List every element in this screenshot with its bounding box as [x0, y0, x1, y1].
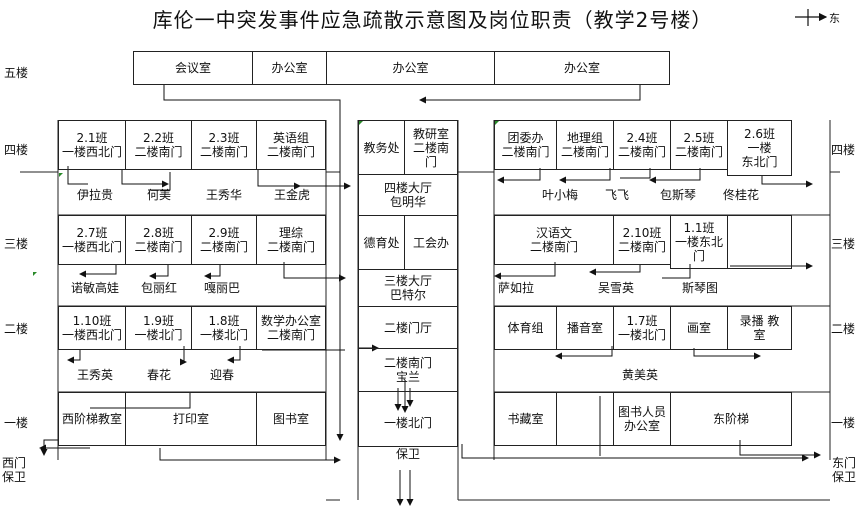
south-door-2: 二楼南门 宝兰 [358, 348, 458, 392]
room-left-2-1: 1.10班 一楼西北门 [58, 306, 126, 350]
room-left-2-4: 数学办公室 二楼南门 [256, 306, 326, 350]
room-left-1-2: 打印室 [125, 392, 257, 446]
room-left-2-2: 1.9班 一楼北门 [125, 306, 192, 350]
page-title: 库伦一中突发事件应急疏散示意图及岗位职责（教学2号楼） [152, 8, 713, 32]
room-center-4-2: 教研室 二楼南 门 [404, 120, 458, 175]
room-right-1-4: 东阶梯 [670, 392, 792, 446]
person-left-4-3: 王秀华 [205, 188, 242, 202]
room-right-2-3: 1.7班 一楼北门 [613, 306, 671, 350]
floor-label-5: 五楼 [4, 66, 29, 80]
hall-center-3: 三楼大厅 巴特尔 [358, 269, 458, 307]
person-left-4-1: 伊拉贵 [76, 188, 113, 202]
room-right-2-2: 播音室 [556, 306, 614, 350]
room-left-4-1: 2.1班 一楼西北门 [58, 120, 126, 170]
room-5-office-c: 办公室 [494, 51, 670, 85]
person-left-2-3: 迎春 [209, 368, 234, 382]
room-left-1-1: 西阶梯教室 [58, 392, 126, 446]
floor-label-4: 四楼 [4, 143, 29, 157]
room-right-3-3: 1.1班 一楼东北 门 [670, 215, 728, 269]
floor-label-3-right: 三楼 [831, 237, 856, 251]
room-left-4-4: 英语组 二楼南门 [256, 120, 326, 170]
person-right-2: 黄美英 [621, 368, 658, 382]
floor-label-1: 一楼 [4, 416, 29, 430]
room-right-4-5: 2.6班 一楼 东北门 [727, 120, 792, 176]
person-left-4-2: 何美 [146, 188, 171, 202]
room-right-1-2 [556, 392, 614, 446]
floor-label-2: 二楼 [4, 322, 29, 336]
center-guard: 保卫 [395, 447, 420, 461]
room-right-3-4 [727, 215, 792, 269]
room-right-1-1: 书藏室 [494, 392, 557, 446]
room-left-1-3: 图书室 [256, 392, 326, 446]
east-door-guard: 东门 保卫 [832, 456, 857, 484]
floor-label-4-right: 四楼 [831, 143, 856, 157]
floor-label-1-right: 一楼 [831, 416, 856, 430]
room-center-3-1: 德育处 [358, 215, 405, 270]
north-door-1: 一楼北门 [358, 391, 458, 447]
room-right-4-3: 2.4班 二楼南门 [613, 120, 671, 170]
person-right-3-2: 吴雪英 [597, 281, 634, 295]
compass-east-label: 东 [829, 12, 840, 25]
west-door-guard: 西门 保卫 [2, 456, 27, 484]
person-right-4-4: 佟桂花 [722, 188, 759, 202]
room-5-office-b: 办公室 [326, 51, 495, 85]
room-right-3-1: 汉语文 二楼南门 [494, 215, 614, 265]
room-5-meeting: 会议室 [133, 51, 253, 85]
room-right-2-5: 录播 教 室 [727, 306, 792, 350]
room-left-3-4: 理综 二楼南门 [256, 215, 326, 265]
room-left-4-3: 2.3班 二楼南门 [191, 120, 257, 170]
person-right-4-1: 叶小梅 [541, 188, 578, 202]
person-right-3-3: 斯琴图 [681, 281, 718, 295]
room-right-3-2: 2.10班 二楼南门 [613, 215, 671, 265]
room-right-4-2: 地理组 二楼南门 [556, 120, 614, 170]
person-right-4-3: 包斯琴 [659, 188, 696, 202]
compass-icon [795, 9, 828, 26]
person-right-4-2: 飞飞 [604, 188, 629, 202]
room-left-3-2: 2.8班 二楼南门 [125, 215, 192, 265]
person-left-2-1: 王秀英 [76, 368, 113, 382]
person-left-2-2: 春花 [146, 368, 171, 382]
hall-center-2: 二楼门厅 [358, 306, 458, 349]
person-left-3-2: 包丽红 [140, 281, 177, 295]
room-left-2-3: 1.8班 一楼北门 [191, 306, 257, 350]
person-left-4-4: 王金虎 [273, 188, 310, 202]
person-left-3-3: 嘎丽巴 [203, 281, 240, 295]
room-right-1-3: 图书人员 办公室 [613, 392, 671, 446]
hall-center-4: 四楼大厅 包明华 [358, 174, 458, 216]
room-left-3-3: 2.9班 二楼南门 [191, 215, 257, 265]
room-right-2-4: 画室 [670, 306, 728, 350]
floor-label-2-right: 二楼 [831, 322, 856, 336]
room-right-4-1: 团委办 二楼南门 [494, 120, 557, 170]
room-center-3-2: 工会办 [404, 215, 458, 270]
room-5-office-a: 办公室 [252, 51, 327, 85]
floor-label-3: 三楼 [4, 237, 29, 251]
room-right-4-4: 2.5班 二楼南门 [670, 120, 728, 170]
room-left-3-1: 2.7班 一楼西北门 [58, 215, 126, 265]
person-left-3-1: 诺敏高娃 [70, 281, 119, 295]
room-left-4-2: 2.2班 二楼南门 [125, 120, 192, 170]
room-center-4-1: 教务处 [358, 120, 405, 175]
person-right-3-1: 萨如拉 [497, 281, 534, 295]
room-right-2-1: 体育组 [494, 306, 557, 350]
